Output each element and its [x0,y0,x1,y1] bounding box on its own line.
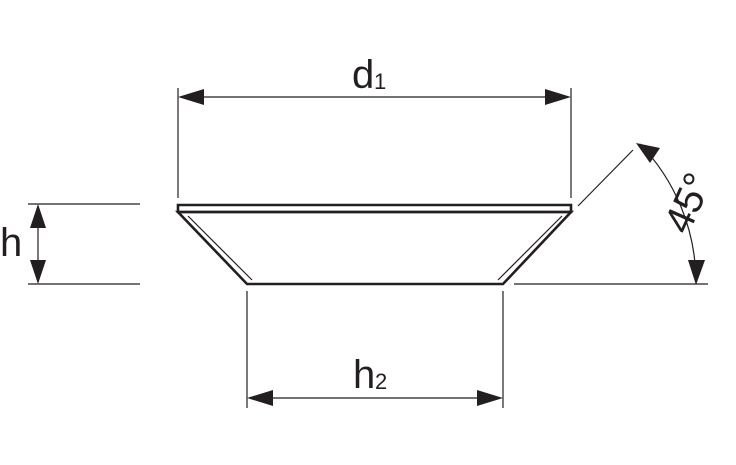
left-chamfer-line [187,215,253,281]
part-profile [174,203,575,286]
dimension-angle: 45° [514,143,721,285]
d1-arrow-left [178,89,204,105]
h-arrow-top [30,204,46,228]
d1-arrow-right [545,89,571,105]
dimension-h2: h 2 [246,291,504,408]
d1-label-symbol: d [352,53,374,97]
right-chamfer-line [497,215,563,281]
dimension-d1: d 1 [177,53,572,198]
angle-arrow-bottom [688,260,705,285]
angle-slant-line [577,149,634,207]
angle-arrow-top [636,143,660,163]
h-label: h [0,221,22,265]
h2-arrow-left [247,390,273,406]
h2-label-symbol: h [353,353,375,397]
dimension-h: h [0,203,140,285]
h2-arrow-right [477,390,503,406]
h2-label-subscript: 2 [375,369,387,394]
part-tapered-body [174,210,575,286]
h-arrow-bottom [30,260,46,284]
d1-label-subscript: 1 [374,69,386,94]
